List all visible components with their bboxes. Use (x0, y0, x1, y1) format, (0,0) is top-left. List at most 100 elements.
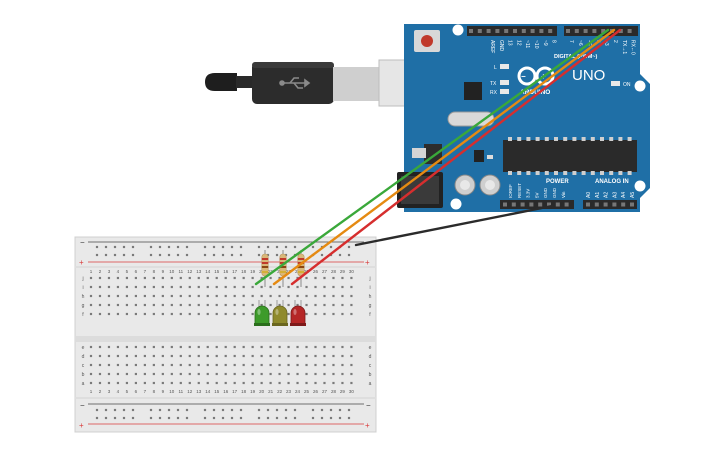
breadboard-hole[interactable] (188, 312, 191, 316)
breadboard-hole[interactable] (314, 354, 317, 358)
breadboard-hole[interactable] (197, 294, 200, 298)
breadboard-hole[interactable] (98, 345, 102, 349)
breadboard-hole[interactable] (131, 408, 135, 412)
breadboard-hole[interactable] (242, 363, 245, 367)
breadboard-hole[interactable] (131, 245, 135, 249)
breadboard-hole[interactable] (296, 303, 299, 307)
header-pin[interactable] (621, 202, 626, 207)
breadboard-hole[interactable] (179, 345, 182, 349)
breadboard-hole[interactable] (143, 345, 146, 349)
breadboard-hole[interactable] (260, 381, 263, 385)
breadboard-holes[interactable] (89, 245, 353, 420)
breadboard-hole[interactable] (347, 253, 351, 257)
breadboard-hole[interactable] (89, 285, 93, 289)
breadboard-hole[interactable] (275, 253, 279, 257)
breadboard-hole[interactable] (215, 303, 218, 307)
breadboard-hole[interactable] (239, 253, 243, 257)
breadboard-hole[interactable] (206, 354, 209, 358)
breadboard-hole[interactable] (89, 303, 93, 307)
breadboard-hole[interactable] (203, 408, 207, 412)
breadboard-hole[interactable] (176, 408, 180, 412)
breadboard-hole[interactable] (152, 354, 155, 358)
breadboard-hole[interactable] (206, 303, 209, 307)
breadboard-hole[interactable] (188, 345, 191, 349)
breadboard-hole[interactable] (323, 354, 326, 358)
breadboard-hole[interactable] (98, 303, 102, 307)
breadboard-hole[interactable] (338, 416, 342, 420)
breadboard-hole[interactable] (134, 276, 137, 280)
breadboard-hole[interactable] (89, 381, 93, 385)
breadboard-hole[interactable] (113, 408, 117, 412)
breadboard-hole[interactable] (107, 303, 111, 307)
breadboard-hole[interactable] (197, 345, 200, 349)
breadboard-hole[interactable] (278, 372, 281, 376)
breadboard-hole[interactable] (152, 285, 155, 289)
wire-green[interactable] (254, 28, 610, 286)
breadboard-hole[interactable] (338, 253, 342, 257)
breadboard-hole[interactable] (170, 363, 173, 367)
breadboard-hole[interactable] (341, 294, 344, 298)
breadboard-hole[interactable] (161, 303, 164, 307)
breadboard-hole[interactable] (269, 303, 272, 307)
breadboard-hole[interactable] (107, 381, 111, 385)
breadboard-hole[interactable] (341, 381, 344, 385)
breadboard-hole[interactable] (134, 372, 137, 376)
breadboard-hole[interactable] (350, 294, 353, 298)
breadboard-hole[interactable] (260, 354, 263, 358)
breadboard-hole[interactable] (122, 253, 126, 257)
breadboard-hole[interactable] (350, 285, 353, 289)
breadboard-hole[interactable] (305, 363, 308, 367)
breadboard-hole[interactable] (179, 363, 182, 367)
breadboard-hole[interactable] (251, 381, 254, 385)
breadboard-hole[interactable] (161, 312, 164, 316)
breadboard-hole[interactable] (341, 303, 344, 307)
breadboard-hole[interactable] (293, 416, 297, 420)
breadboard-hole[interactable] (98, 294, 102, 298)
breadboard-hole[interactable] (149, 245, 153, 249)
breadboard-hole[interactable] (275, 245, 279, 249)
breadboard-hole[interactable] (131, 416, 135, 420)
breadboard-hole[interactable] (197, 354, 200, 358)
breadboard-hole[interactable] (278, 345, 281, 349)
breadboard-hole[interactable] (332, 276, 335, 280)
breadboard-hole[interactable] (215, 276, 218, 280)
breadboard-hole[interactable] (341, 363, 344, 367)
breadboard-hole[interactable] (224, 372, 227, 376)
breadboard-hole[interactable] (350, 303, 353, 307)
breadboard-hole[interactable] (287, 276, 290, 280)
breadboard-hole[interactable] (125, 294, 129, 298)
breadboard-hole[interactable] (143, 285, 146, 289)
breadboard-hole[interactable] (221, 253, 225, 257)
breadboard-hole[interactable] (224, 354, 227, 358)
breadboard-hole[interactable] (116, 363, 120, 367)
breadboard-hole[interactable] (233, 372, 236, 376)
breadboard-hole[interactable] (152, 303, 155, 307)
breadboard-hole[interactable] (143, 354, 146, 358)
breadboard-hole[interactable] (224, 381, 227, 385)
breadboard-hole[interactable] (197, 381, 200, 385)
breadboard-hole[interactable] (224, 345, 227, 349)
breadboard-hole[interactable] (320, 408, 324, 412)
breadboard-hole[interactable] (188, 381, 191, 385)
breadboard-hole[interactable] (221, 245, 225, 249)
breadboard-hole[interactable] (179, 285, 182, 289)
header-pin[interactable] (547, 202, 551, 207)
breadboard-hole[interactable] (98, 381, 102, 385)
breadboard-hole[interactable] (269, 363, 272, 367)
breadboard-hole[interactable] (305, 372, 308, 376)
breadboard-hole[interactable] (116, 345, 120, 349)
breadboard-hole[interactable] (134, 363, 137, 367)
breadboard-hole[interactable] (125, 276, 129, 280)
breadboard-hole[interactable] (341, 276, 344, 280)
breadboard-hole[interactable] (278, 294, 281, 298)
wire-orange[interactable] (272, 28, 616, 286)
breadboard-hole[interactable] (278, 354, 281, 358)
led-yellow[interactable] (272, 300, 288, 326)
breadboard-hole[interactable] (239, 416, 243, 420)
breadboard-hole[interactable] (260, 363, 263, 367)
breadboard-hole[interactable] (161, 354, 164, 358)
breadboard-hole[interactable] (233, 312, 236, 316)
breadboard-hole[interactable] (167, 245, 171, 249)
breadboard-hole[interactable] (152, 363, 155, 367)
breadboard-hole[interactable] (170, 381, 173, 385)
